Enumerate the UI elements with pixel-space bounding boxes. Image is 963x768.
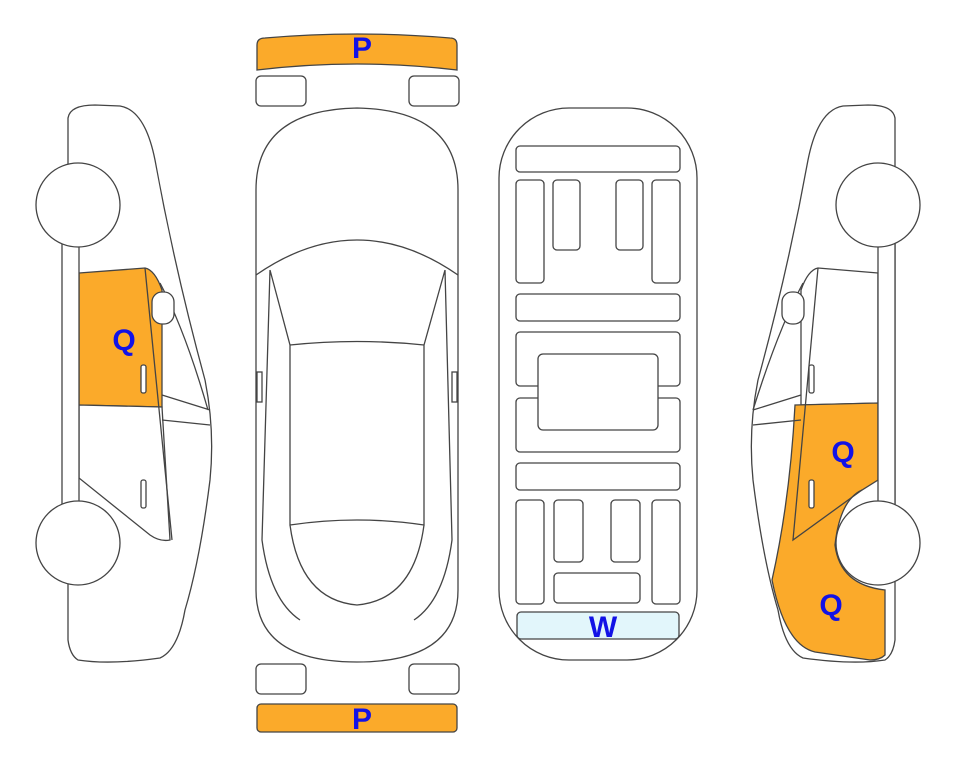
rear-glass[interactable]	[516, 611, 680, 640]
right-front-wheel	[835, 162, 921, 248]
panel	[515, 145, 681, 173]
damage-label: Q	[831, 436, 854, 469]
panel	[553, 572, 641, 604]
right-rear-wheel	[835, 500, 921, 586]
panel	[552, 179, 581, 251]
rear-bumper[interactable]	[256, 703, 458, 733]
left-mirror-top	[256, 371, 263, 403]
right-front-door-handle[interactable]	[808, 364, 815, 394]
rear-bumper-label: P	[352, 703, 372, 736]
left-rear-door[interactable]	[78, 404, 171, 542]
rear-glass-label: W	[589, 611, 618, 644]
damage-label: Q	[112, 324, 135, 357]
left-front-door-handle[interactable]	[140, 364, 147, 394]
left-rear-door-handle[interactable]	[140, 479, 147, 509]
panel	[515, 179, 545, 284]
front-bumper-label: P	[352, 32, 372, 65]
front-bumper[interactable]	[256, 33, 458, 71]
right-rear-door-handle[interactable]	[808, 479, 815, 509]
panel	[515, 293, 681, 322]
right-sill	[877, 237, 896, 509]
top-view: P P	[255, 32, 460, 736]
front-left-headlight[interactable]	[255, 75, 307, 107]
right-front-door[interactable]	[800, 267, 879, 406]
panel	[651, 499, 681, 605]
underside-view: W	[498, 107, 698, 661]
left-front-wheel	[35, 162, 121, 248]
left-sill	[61, 237, 80, 509]
rear-right-taillight[interactable]	[408, 663, 460, 695]
right-side-view: Q Q	[750, 104, 921, 663]
panel	[610, 499, 641, 563]
right-mirror[interactable]	[781, 291, 805, 325]
panel	[553, 499, 584, 563]
panel	[515, 462, 681, 491]
top-body-outline	[255, 107, 459, 663]
front-right-headlight[interactable]	[408, 75, 460, 107]
left-side-view: Q	[35, 104, 213, 663]
damage-label: Q	[819, 589, 842, 622]
left-rear-wheel	[35, 500, 121, 586]
left-mirror[interactable]	[151, 291, 175, 325]
center-panel	[537, 353, 659, 431]
rear-left-taillight[interactable]	[255, 663, 307, 695]
panel	[651, 179, 681, 284]
panel	[615, 179, 644, 251]
panel	[515, 499, 545, 605]
right-mirror-top	[451, 371, 458, 403]
